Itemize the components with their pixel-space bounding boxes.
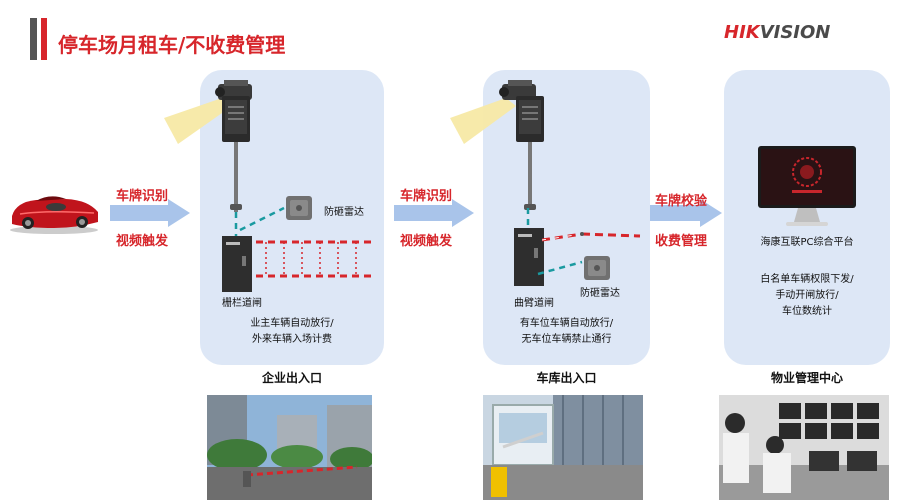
platform-label: 海康互联PC综合平台 <box>760 237 854 248</box>
title-accent-bar-red <box>41 18 47 60</box>
management-center-photo <box>719 395 889 500</box>
enterprise-radar-label: 防砸雷达 <box>324 207 364 218</box>
garage-barrier-gate-cabinet-icon <box>514 228 544 286</box>
enterprise-entrance-photo <box>207 395 372 500</box>
flow-arrow-2 <box>394 199 474 227</box>
flow-step3-top-label: 车牌校验 <box>655 194 708 209</box>
brand-logo-vision: VISION <box>759 22 831 43</box>
title-accent-bar-gray <box>30 18 37 60</box>
garage-camera-pole-base <box>524 204 536 210</box>
enterprise-caption: 企业出入口 <box>261 371 322 385</box>
center-desc-line3: 车位数统计 <box>782 306 832 317</box>
enterprise-desc-line2: 外来车辆入场计费 <box>252 334 332 345</box>
folding-boom-arm-icon <box>542 232 641 242</box>
garage-zone-panel <box>483 70 650 365</box>
flow-step1-top-label: 车牌识别 <box>116 189 169 204</box>
garage-radar-device-icon <box>584 256 610 280</box>
garage-entrance-photo <box>483 395 643 500</box>
sports-car-icon <box>10 196 98 234</box>
center-desc-line2: 手动开闸放行/ <box>775 290 839 301</box>
garage-desc-line2: 无车位车辆禁止通行 <box>521 334 612 345</box>
enterprise-link-dashes <box>234 206 285 238</box>
center-caption: 物业管理中心 <box>770 371 843 385</box>
monitor-platform-icon <box>758 146 856 226</box>
enterprise-gate-label: 栅栏道闸 <box>222 298 262 309</box>
flow-step2-bottom-label: 视频触发 <box>400 234 453 249</box>
brand-logo: HIKVISION <box>724 22 830 43</box>
garage-link-dash-vertical <box>526 208 530 232</box>
flow-step3-bottom-label: 收费管理 <box>655 234 708 249</box>
camera-pole-base <box>230 204 242 210</box>
center-desc: 白名单车辆权限下发/ 手动开闸放行/ 车位数统计 <box>724 272 890 320</box>
radar-device-icon <box>286 196 312 220</box>
center-desc-line1: 白名单车辆权限下发/ <box>760 274 854 285</box>
garage-link-dash-diagonal <box>537 260 583 276</box>
garage-lpr-terminal-icon <box>516 96 544 142</box>
camera-pole <box>234 142 238 212</box>
brand-logo-hik: HIK <box>724 22 760 43</box>
flow-step2-top-label: 车牌识别 <box>400 189 453 204</box>
flow-arrow-3 <box>650 199 722 227</box>
lpr-terminal-icon <box>222 96 250 142</box>
garage-camera-pole <box>528 142 532 210</box>
garage-desc-line1: 有车位车辆自动放行/ <box>519 318 614 329</box>
barrier-gate-cabinet-icon <box>222 236 252 292</box>
flow-step1-bottom-label: 视频触发 <box>116 234 169 249</box>
enterprise-desc: 业主车辆自动放行/ 外来车辆入场计费 <box>200 316 384 348</box>
fence-barrier-arms-icon <box>256 240 374 278</box>
garage-desc: 有车位车辆自动放行/ 无车位车辆禁止通行 <box>483 316 650 348</box>
garage-gate-label: 曲臂道闸 <box>514 298 554 309</box>
garage-radar-label: 防砸雷达 <box>580 288 620 299</box>
flow-arrow-1 <box>110 199 190 227</box>
page-title: 停车场月租车/不收费管理 <box>58 33 286 57</box>
garage-camera-light-beam-icon <box>450 80 536 144</box>
garage-caption: 车库出入口 <box>536 371 597 385</box>
enterprise-desc-line1: 业主车辆自动放行/ <box>250 318 334 329</box>
